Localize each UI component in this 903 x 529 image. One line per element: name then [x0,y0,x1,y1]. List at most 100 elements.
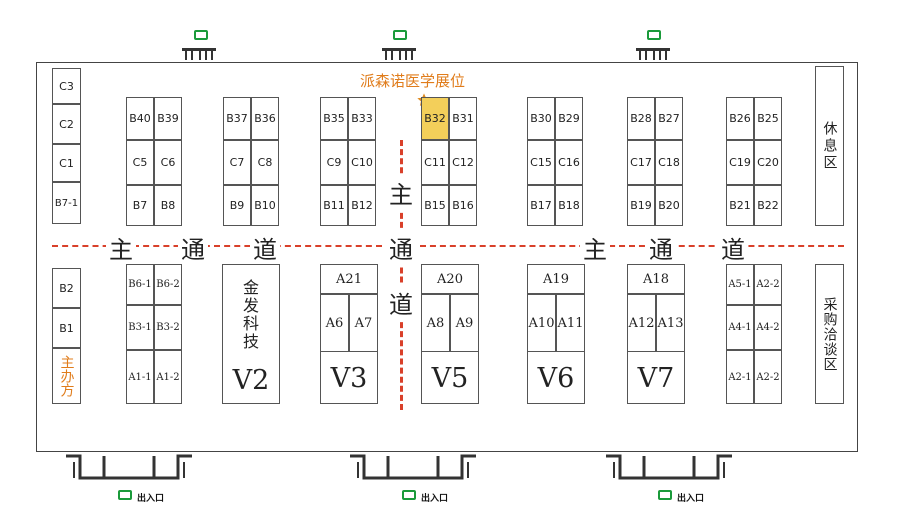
booth-C10[interactable]: C10 [348,140,376,185]
booth-B2[interactable]: B2 [52,268,81,308]
booth-B1[interactable]: B1 [52,308,81,348]
booth-B3-2[interactable]: B3-2 [154,305,182,350]
booth-B25[interactable]: B25 [754,97,782,140]
booth-B29[interactable]: B29 [555,97,583,140]
booth-B11[interactable]: B11 [320,185,348,226]
booth-B33[interactable]: B33 [348,97,376,140]
booth-A4-1[interactable]: A4-1 [726,305,754,350]
booth-B35[interactable]: B35 [320,97,348,140]
booth-label: B39 [157,112,179,125]
booth-B3-1[interactable]: B3-1 [126,305,154,350]
booth-A2-2[interactable]: A2-2 [754,350,782,404]
booth-C6[interactable]: C6 [154,140,182,185]
booth-C19[interactable]: C19 [726,140,754,185]
booth-A20[interactable]: A20 [421,264,479,294]
booth-A10[interactable]: A10 [527,294,556,352]
booth-B22[interactable]: B22 [754,185,782,226]
booth-C16[interactable]: C16 [555,140,583,185]
main-aisle-char-4: 主 [580,230,610,265]
rest-area[interactable]: 休息区 [815,66,844,226]
booth-label: B25 [757,112,779,125]
booth-B7-1[interactable]: B7-1 [52,182,81,224]
booth-C2[interactable]: C2 [52,104,81,144]
booth-A19[interactable]: A19 [527,264,585,294]
booth-label: A4-2 [756,322,780,333]
booth-C9[interactable]: C9 [320,140,348,185]
booth-A1-2[interactable]: A1-2 [154,350,182,404]
booth-label: B32 [424,112,446,125]
booth-C3[interactable]: C3 [52,68,81,104]
booth-B6-1[interactable]: B6-1 [126,264,154,305]
booth-C8[interactable]: C8 [251,140,279,185]
booth-label: B15 [424,199,446,212]
booth-B20[interactable]: B20 [655,185,683,226]
booth-B8[interactable]: B8 [154,185,182,226]
booth-label: A1-2 [156,371,180,383]
booth-A5-1[interactable]: A5-1 [726,264,754,305]
booth-B9[interactable]: B9 [223,185,251,226]
booth-B16[interactable]: B16 [449,185,477,226]
booth-B40[interactable]: B40 [126,97,154,140]
booth-label: A1-1 [128,371,152,383]
booth-label: A2-2 [756,371,780,383]
booth-B31[interactable]: B31 [449,97,477,140]
exit-icon [118,490,132,500]
booth-C1[interactable]: C1 [52,144,81,182]
block-v-label: V7 [637,363,675,394]
booth-label: A21 [336,271,362,287]
booth-label: C11 [424,156,446,169]
bottom-gate-2 [350,454,476,480]
booth-label: B29 [558,112,580,125]
main-aisle-line-right [420,245,844,247]
rest-area-label: 休息区 [821,120,838,172]
booth-label: C1 [59,156,74,170]
booth-C7[interactable]: C7 [223,140,251,185]
booth-C17[interactable]: C17 [627,140,655,185]
booth-B17[interactable]: B17 [527,185,555,226]
booth-B36[interactable]: B36 [251,97,279,140]
booth-A13[interactable]: A13 [656,294,685,352]
booth-C5[interactable]: C5 [126,140,154,185]
booth-C20[interactable]: C20 [754,140,782,185]
booth-B21[interactable]: B21 [726,185,754,226]
negotiation-area[interactable]: 采购洽谈区 [815,264,844,404]
booth-A6[interactable]: A6 [320,294,349,352]
booth-B27[interactable]: B27 [655,97,683,140]
booth-A7[interactable]: A7 [349,294,378,352]
booth-B10[interactable]: B10 [251,185,279,226]
exit-label: 出入口 [137,494,165,504]
booth-A11[interactable]: A11 [556,294,585,352]
booth-A1-1[interactable]: A1-1 [126,350,154,404]
booth-A12[interactable]: A12 [627,294,656,352]
booth-C12[interactable]: C12 [449,140,477,185]
booth-jinfa-v2[interactable]: 金发科技 V2 [222,264,280,404]
booth-C11[interactable]: C11 [421,140,449,185]
booth-B15[interactable]: B15 [421,185,449,226]
booth-A2-1[interactable]: A2-1 [726,350,754,404]
booth-A21[interactable]: A21 [320,264,378,294]
booth-A18[interactable]: A18 [627,264,685,294]
booth-B28[interactable]: B28 [627,97,655,140]
booth-B6-2[interactable]: B6-2 [154,264,182,305]
booth-C18[interactable]: C18 [655,140,683,185]
booth-B26[interactable]: B26 [726,97,754,140]
booth-C15[interactable]: C15 [527,140,555,185]
booth-B39[interactable]: B39 [154,97,182,140]
booth-label: B6-1 [128,279,152,290]
booth-A8[interactable]: A8 [421,294,450,352]
booth-label: B21 [729,199,751,212]
booth-A4-2[interactable]: A4-2 [754,305,782,350]
booth-label: B16 [452,199,474,212]
booth-A9[interactable]: A9 [450,294,479,352]
organizer-area[interactable]: 主办方 [52,348,81,404]
booth-B7[interactable]: B7 [126,185,154,226]
booth-B12[interactable]: B12 [348,185,376,226]
booth-B18[interactable]: B18 [555,185,583,226]
booth-B19[interactable]: B19 [627,185,655,226]
block-v-label: V6 [537,363,575,394]
booth-A2-2[interactable]: A2-2 [754,264,782,305]
booth-B32[interactable]: B32 [421,97,449,140]
booth-B37[interactable]: B37 [223,97,251,140]
booth-B30[interactable]: B30 [527,97,555,140]
